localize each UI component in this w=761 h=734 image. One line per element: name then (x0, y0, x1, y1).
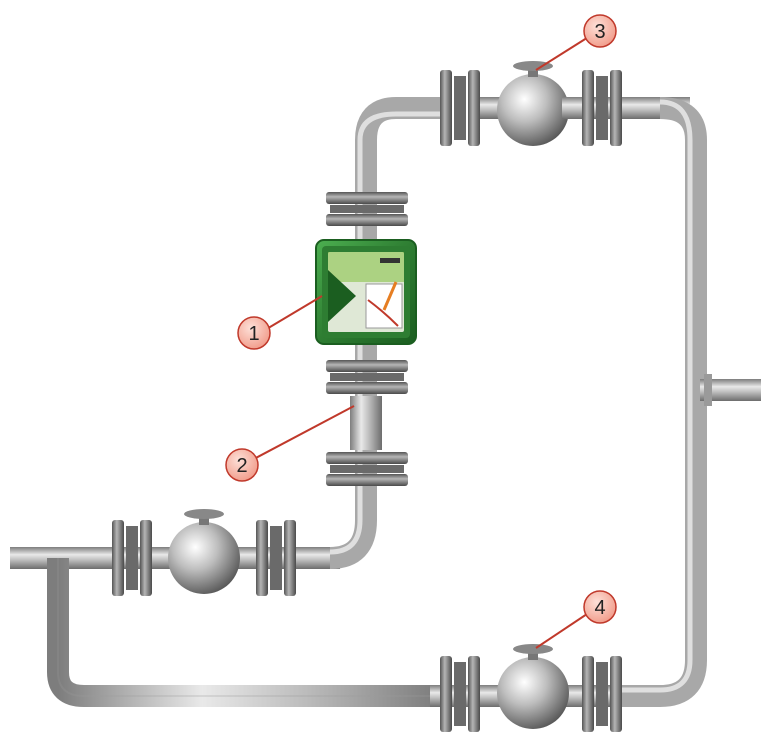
callout-1-badge (237, 316, 271, 350)
callout-2-badge (225, 448, 259, 482)
callout-4-badge (583, 590, 617, 624)
callout-4-leader (535, 611, 591, 649)
pipework (10, 97, 761, 707)
callout-3-leader (535, 35, 591, 71)
callout-1-leader (264, 295, 323, 331)
flowmeter (315, 239, 417, 345)
outlet-pipe (700, 379, 761, 401)
spool-piece (350, 396, 382, 450)
callouts: 1 2 3 4 (225, 14, 617, 649)
meter-scale (365, 283, 403, 329)
callout-2-leader (251, 405, 355, 461)
bypass-loop-pipe (47, 558, 470, 707)
riser-flanges (326, 192, 408, 486)
callout-4-label: 4 (594, 597, 605, 619)
meter-pointer-icon (328, 270, 356, 322)
callout-1-label: 1 (248, 323, 259, 345)
callout-3-label: 3 (594, 21, 605, 43)
callout-2-label: 2 (236, 455, 247, 477)
top-ball-valve (440, 61, 622, 146)
inlet-ball-valve (112, 509, 296, 596)
bottom-ball-valve (440, 644, 622, 732)
callout-3-badge (583, 14, 617, 48)
